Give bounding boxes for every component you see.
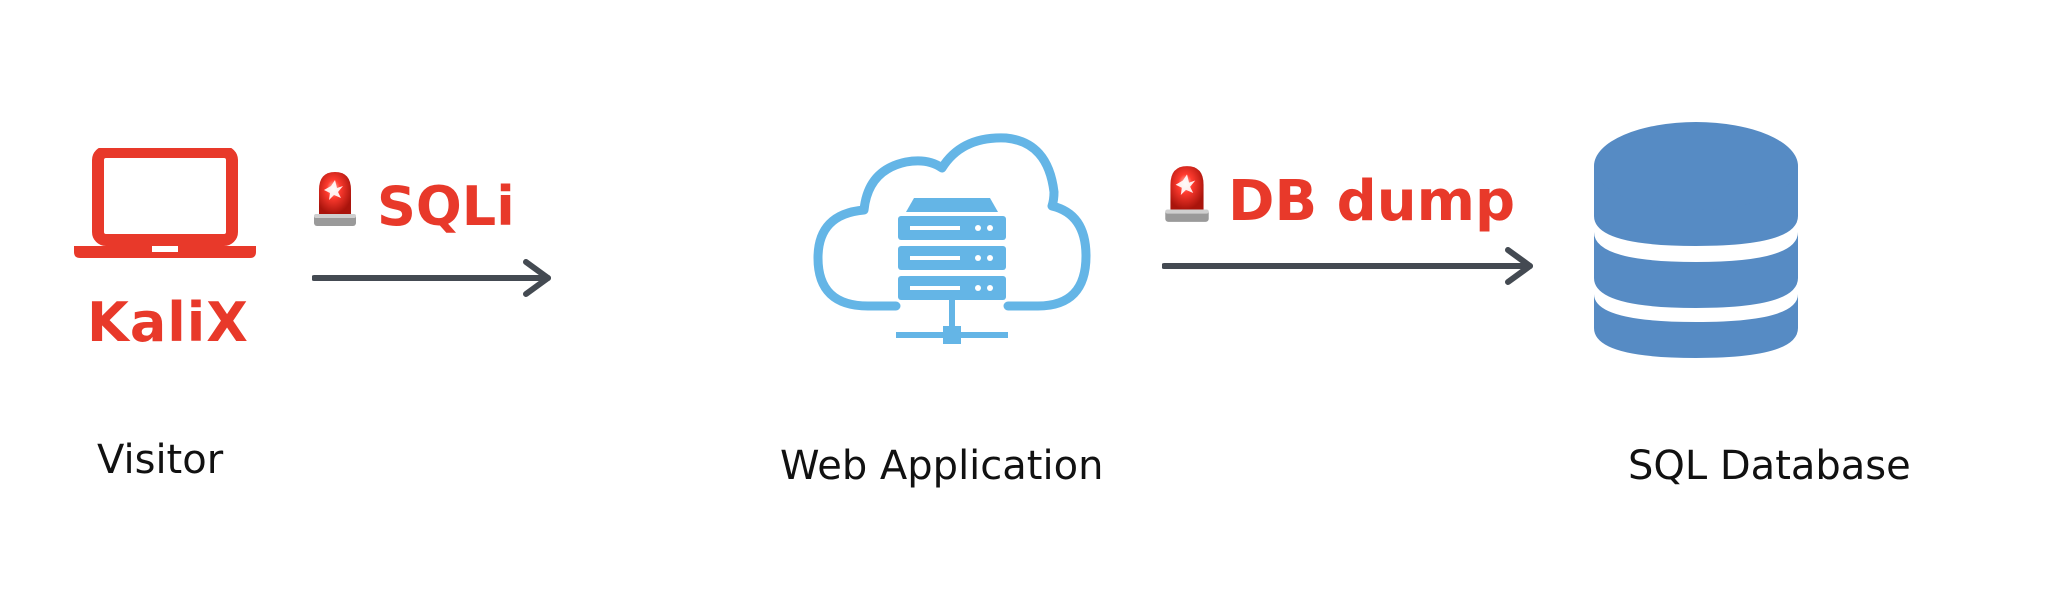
- web-app-label: Web Application: [780, 443, 1104, 489]
- edge-label-sqli: SQLi: [377, 175, 515, 238]
- siren-icon: [314, 172, 356, 226]
- arrow-right-icon: [312, 259, 551, 297]
- edge-label-db-dump: DB dump: [1228, 169, 1516, 234]
- database-label: SQL Database: [1628, 443, 1911, 489]
- cloud-server-icon: [813, 133, 1091, 344]
- siren-icon: [1165, 166, 1209, 222]
- visitor-label: Visitor: [97, 437, 224, 483]
- database-icon: [1594, 122, 1798, 358]
- arrow-right-icon: [1162, 247, 1533, 285]
- laptop-icon: [74, 148, 256, 258]
- kalix-logo: KaliX: [87, 291, 249, 354]
